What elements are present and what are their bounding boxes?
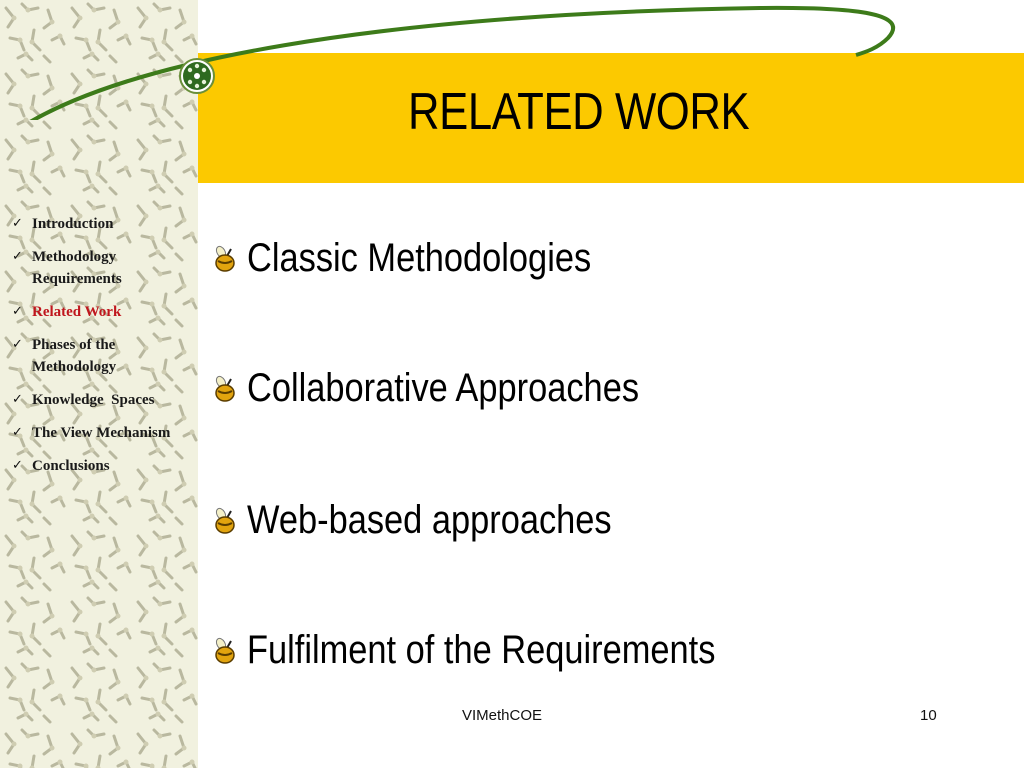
slide-title: RELATED WORK — [408, 83, 750, 141]
nav-item-label: Conclusions — [32, 458, 110, 474]
section-nav: ✓ Introduction ✓ Methodology Requirement… — [12, 213, 202, 488]
bee-bullet-icon — [215, 507, 235, 534]
bullet-text: Collaborative Approaches — [247, 366, 640, 410]
checkmark-icon: ✓ — [12, 337, 23, 352]
nav-item-view-mechanism[interactable]: ✓ The View Mechanism — [12, 422, 202, 444]
bee-bullet-icon — [215, 375, 235, 402]
nav-item-methodology-requirements[interactable]: ✓ Methodology Requirements — [12, 246, 202, 290]
page-number: 10 — [920, 707, 937, 724]
bullet-text: Fulfilment of the Requirements — [247, 628, 716, 672]
checkmark-icon: ✓ — [12, 425, 23, 440]
nav-item-label: Requirements — [32, 271, 122, 287]
nav-item-phases-of-the-methodology[interactable]: ✓ Phases of the Methodology — [12, 334, 202, 378]
footer-title: VIMethCOE — [462, 707, 543, 724]
nav-item-label: Introduction — [32, 216, 114, 232]
bee-bullet-icon — [215, 245, 235, 272]
nav-item-label: Related Work — [32, 304, 122, 320]
nav-item-introduction[interactable]: ✓ Introduction — [12, 213, 202, 235]
nav-item-knowledge-spaces[interactable]: ✓ Knowledge Spaces — [12, 389, 202, 411]
checkmark-icon: ✓ — [12, 304, 23, 319]
sidebar-pattern-panel — [0, 0, 198, 768]
bullet-text: Web-based approaches — [247, 498, 612, 542]
molecule-pattern-icon — [0, 0, 198, 768]
checkmark-icon: ✓ — [12, 249, 23, 264]
nav-item-label: Phases of the — [32, 337, 116, 353]
nav-item-related-work[interactable]: ✓ Related Work — [12, 301, 202, 323]
checkmark-icon: ✓ — [12, 216, 23, 231]
bee-bullet-icon — [215, 637, 235, 664]
nav-item-label: Methodology — [32, 359, 117, 375]
checkmark-icon: ✓ — [12, 392, 23, 407]
nav-item-conclusions[interactable]: ✓ Conclusions — [12, 455, 202, 477]
checkmark-icon: ✓ — [12, 458, 23, 473]
nav-item-label: Methodology — [32, 249, 117, 265]
nav-item-label: The View Mechanism — [32, 425, 171, 441]
nav-item-label: Knowledge Spaces — [32, 392, 155, 408]
bullet-text: Classic Methodologies — [247, 236, 592, 280]
